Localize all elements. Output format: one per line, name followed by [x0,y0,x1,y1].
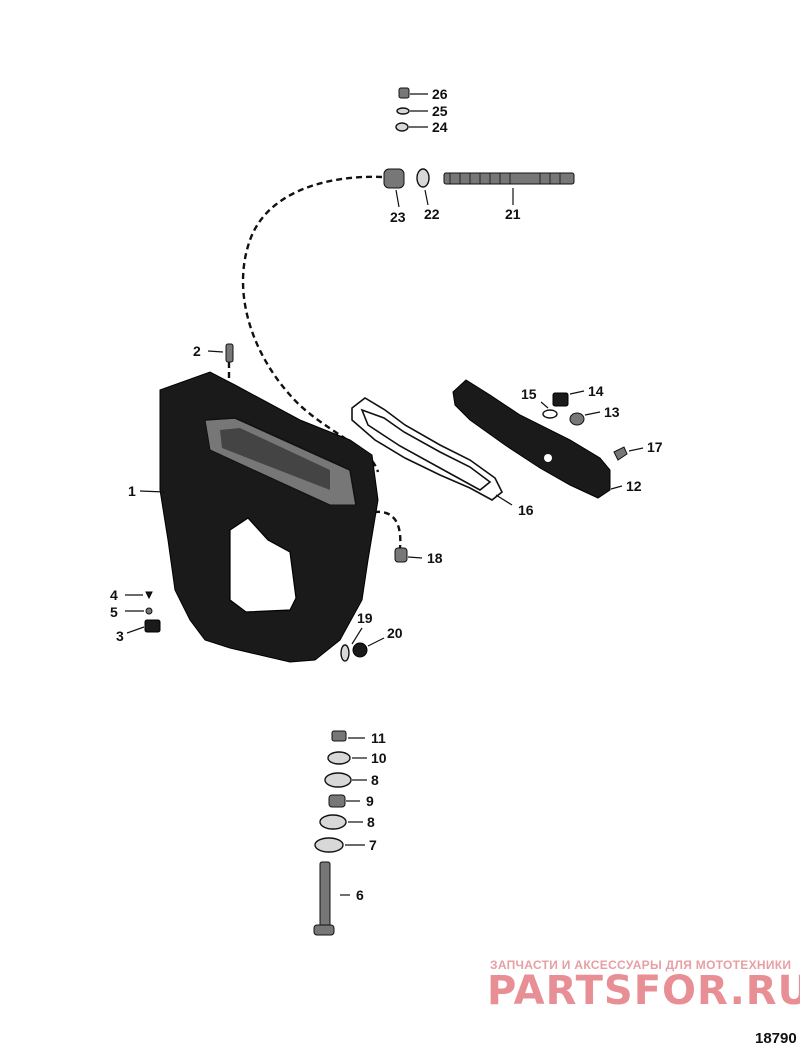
leader-lines [125,93,644,896]
nut-part-20 [352,642,368,658]
callout-13: 13 [604,404,620,420]
callout-19: 19 [357,610,373,626]
screw-part-17 [613,446,628,461]
callout-25: 25 [432,103,448,119]
nut-part-23 [383,168,405,189]
stud-part-21 [443,172,575,185]
callout-2: 2 [193,343,201,359]
callout-6: 6 [356,887,364,903]
watermark-brand: PARTSFOR.RU [487,968,800,1014]
callout-8-upper: 8 [371,772,379,788]
callout-7: 7 [369,837,377,853]
nut-part-11 [331,730,347,742]
nut-part-9 [328,794,346,808]
washer-part-19 [340,644,350,662]
callout-24: 24 [432,119,448,135]
screw-part-4 [145,591,153,600]
callout-16: 16 [518,502,534,518]
callout-8-lower: 8 [367,814,375,830]
washer-part-24 [395,122,409,132]
callout-4: 4 [110,587,118,603]
callout-20: 20 [387,625,403,641]
washer-part-8-lower [319,814,347,830]
watermark-tagline: ЗАПЧАСТИ И АКСЕССУАРЫ ДЛЯ МОТОТЕХНИКИ [490,958,792,972]
nut-part-13 [569,412,585,426]
callout-9: 9 [366,793,374,809]
bolt-part-6 [319,861,331,933]
fitting-part-2 [225,343,234,363]
fitting-part-18 [394,547,408,563]
washer-part-22 [416,168,430,188]
nut-part-3 [144,619,161,633]
callout-5: 5 [110,604,118,620]
gasket-part-16 [351,397,504,501]
housing-part-1 [159,371,379,663]
callout-14: 14 [588,383,604,399]
hose-line-upper [241,175,383,473]
callout-23: 23 [390,209,406,225]
callout-1: 1 [128,483,136,499]
drawing-number: 18790 [755,1030,797,1047]
callout-21: 21 [505,206,521,222]
callout-22: 22 [424,206,440,222]
washer-part-25 [396,107,410,115]
bracket-part-12 [452,379,611,499]
bolt-part-26 [398,87,410,99]
callout-3: 3 [116,628,124,644]
callout-26: 26 [432,86,448,102]
callout-labels: 1 2 3 4 5 6 7 8 8 9 10 11 12 13 14 15 16… [110,86,663,903]
callout-17: 17 [647,439,663,455]
callout-11: 11 [371,730,386,746]
oring-part-15 [542,409,558,419]
callout-12: 12 [626,478,642,494]
washer-part-7 [314,837,344,853]
washer-part-5 [145,607,153,615]
washer-part-10 [327,751,351,765]
callout-18: 18 [427,550,443,566]
callout-10: 10 [371,750,387,766]
callout-15: 15 [521,386,537,402]
washer-part-8-upper [324,772,352,788]
plug-part-14 [552,392,569,407]
